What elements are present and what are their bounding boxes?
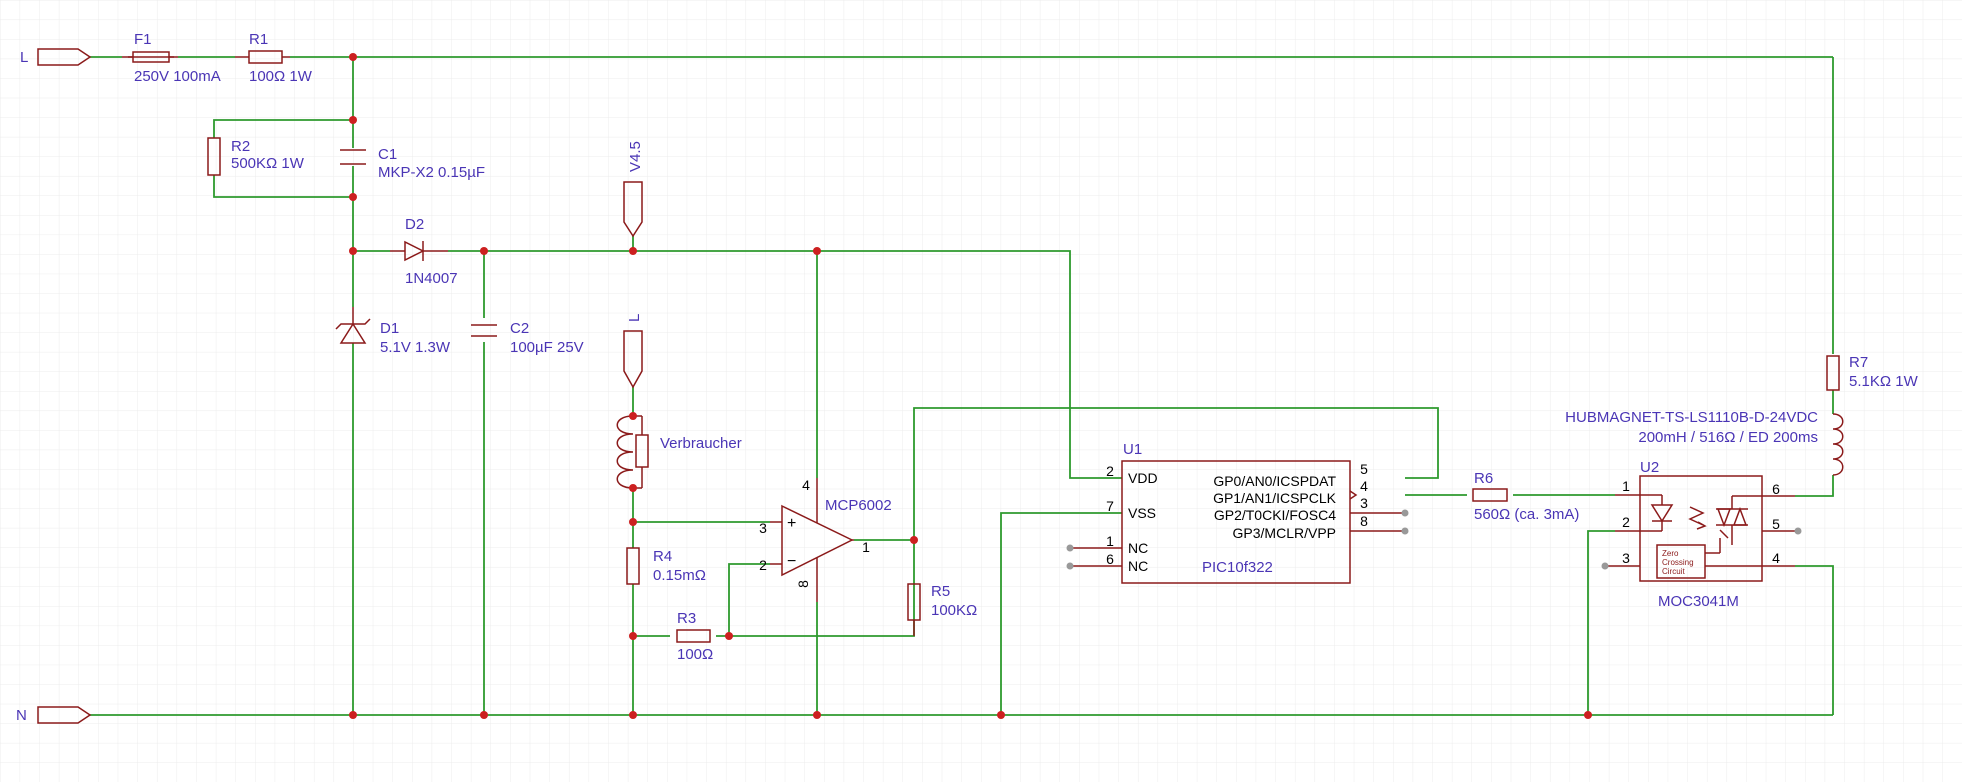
port-n-label: N — [16, 707, 27, 724]
capacitor-c2: C2 100µF 25V — [471, 320, 584, 356]
u1-pin-gp2: GP2/T0CKI/FOSC4 — [1214, 507, 1336, 523]
d1-ref: D1 — [380, 320, 399, 337]
load-verbraucher: Verbraucher — [616, 415, 742, 489]
resistor-r7: R7 5.1KΩ 1W — [1826, 354, 1919, 391]
c2-value: 100µF 25V — [510, 339, 584, 356]
resistor-r3: R3 100Ω — [676, 610, 713, 663]
ic-u1-pic10f322: U1 PIC10f322 VDD VSS NC NC GP0/AN0/ICSPD… — [1070, 441, 1405, 584]
u1-pinnum-4: 4 — [1360, 478, 1368, 494]
u2-pin-1: 1 — [1622, 478, 1630, 494]
u2-value: MOC3041M — [1658, 593, 1739, 610]
port-v45-label: V4.5 — [627, 141, 644, 172]
opamp-pin-3: 3 — [759, 520, 767, 536]
resistor-r5: R5 100KΩ — [907, 583, 977, 636]
opamp-pin-2: 2 — [759, 557, 767, 573]
u2-ref: U2 — [1640, 459, 1659, 476]
svg-text:−: − — [787, 553, 796, 570]
u1-pinnum-2: 2 — [1106, 463, 1114, 479]
d2-ref: D2 — [405, 216, 424, 233]
diode-d2: D2 1N4007 — [390, 216, 458, 287]
u1-pinnum-7: 7 — [1106, 498, 1114, 514]
junctions — [349, 53, 1592, 719]
r7-value: 5.1KΩ 1W — [1849, 373, 1919, 390]
d1-value: 5.1V 1.3W — [380, 339, 451, 356]
u1-value: PIC10f322 — [1202, 559, 1273, 576]
r1-value: 100Ω 1W — [249, 68, 313, 85]
r4-value: 0.15mΩ — [653, 567, 706, 584]
u1-pin-nc1: NC — [1128, 540, 1148, 556]
u2-pin-5: 5 — [1772, 516, 1780, 532]
zc-line-2: Crossing — [1662, 558, 1694, 567]
port-l-load-label: L — [626, 314, 643, 322]
f1-ref: F1 — [134, 31, 152, 48]
r4-ref: R4 — [653, 548, 672, 565]
capacitor-c1: C1 MKP-X2 0.15µF — [340, 146, 485, 181]
optocoupler-u2-moc3041m: U2 MOC3041M 1 2 3 6 5 4 — [1605, 459, 1798, 610]
c1-value: MKP-X2 0.15µF — [378, 164, 485, 181]
opamp-pin-1: 1 — [862, 539, 870, 555]
r2-ref: R2 — [231, 138, 250, 155]
u1-pin-gp3: GP3/MCLR/VPP — [1233, 525, 1336, 541]
u1-ref: U1 — [1123, 441, 1142, 458]
u1-pin-gp0: GP0/AN0/ICSPDAT — [1213, 473, 1336, 489]
u1-pin-vss: VSS — [1128, 505, 1156, 521]
r2-value: 500KΩ 1W — [231, 155, 305, 172]
f1-value: 250V 100mA — [134, 68, 221, 85]
port-n: N — [16, 706, 92, 724]
u1-pinnum-5: 5 — [1360, 461, 1368, 477]
r5-value: 100KΩ — [931, 602, 977, 619]
port-v45: V4.5 — [623, 141, 644, 238]
resistor-r6: R6 560Ω (ca. 3mA) — [1472, 470, 1579, 523]
opamp-mcp6002: + − 3 2 1 4 8 MCP6002 — [759, 477, 892, 602]
r1-ref: R1 — [249, 31, 268, 48]
r3-ref: R3 — [677, 610, 696, 627]
resistor-r2: R2 500KΩ 1W — [207, 137, 305, 176]
u1-pin-vdd: VDD — [1128, 470, 1158, 486]
u1-pin-nc2: NC — [1128, 558, 1148, 574]
port-l: L — [20, 48, 92, 66]
r5-ref: R5 — [931, 583, 950, 600]
resistor-r1: R1 100Ω 1W — [235, 31, 313, 85]
zc-line-3: Circuit — [1662, 567, 1685, 576]
u2-pin-3: 3 — [1622, 550, 1630, 566]
r3-value: 100Ω — [677, 646, 713, 663]
u1-pinnum-1: 1 — [1106, 533, 1114, 549]
fuse-f1: F1 250V 100mA — [122, 31, 221, 85]
port-l-label: L — [20, 49, 28, 66]
r6-value: 560Ω (ca. 3mA) — [1474, 506, 1579, 523]
coil-hubmagnet: HUBMAGNET-TS-LS1110B-D-24VDC 200mH / 516… — [1565, 409, 1844, 476]
d2-value: 1N4007 — [405, 270, 458, 287]
port-l-load: L — [623, 314, 643, 389]
wires — [90, 56, 1834, 716]
resistor-r4: R4 0.15mΩ — [626, 547, 706, 585]
magnet-spec: 200mH / 516Ω / ED 200ms — [1638, 429, 1818, 446]
c1-ref: C1 — [378, 146, 397, 163]
u1-pin-gp1: GP1/AN1/ICSPCLK — [1213, 490, 1337, 506]
magnet-label: HUBMAGNET-TS-LS1110B-D-24VDC — [1565, 409, 1818, 426]
r7-ref: R7 — [1849, 354, 1868, 371]
opamp-label: MCP6002 — [825, 497, 892, 514]
load-label: Verbraucher — [660, 435, 742, 452]
unconnected-pins — [1066, 509, 1802, 570]
u2-pin-6: 6 — [1772, 481, 1780, 497]
c2-ref: C2 — [510, 320, 529, 337]
zc-line-1: Zero — [1662, 549, 1679, 558]
u1-pinnum-3: 3 — [1360, 495, 1368, 511]
r6-ref: R6 — [1474, 470, 1493, 487]
zener-diode-d1: D1 5.1V 1.3W — [335, 307, 451, 356]
opamp-pin-4: 4 — [802, 477, 810, 493]
u2-pin-4: 4 — [1772, 550, 1780, 566]
svg-text:+: + — [787, 515, 796, 532]
u1-pinnum-8: 8 — [1360, 513, 1368, 529]
opamp-pin-8: 8 — [795, 580, 811, 588]
u1-pinnum-6: 6 — [1106, 551, 1114, 567]
u2-pin-2: 2 — [1622, 514, 1630, 530]
